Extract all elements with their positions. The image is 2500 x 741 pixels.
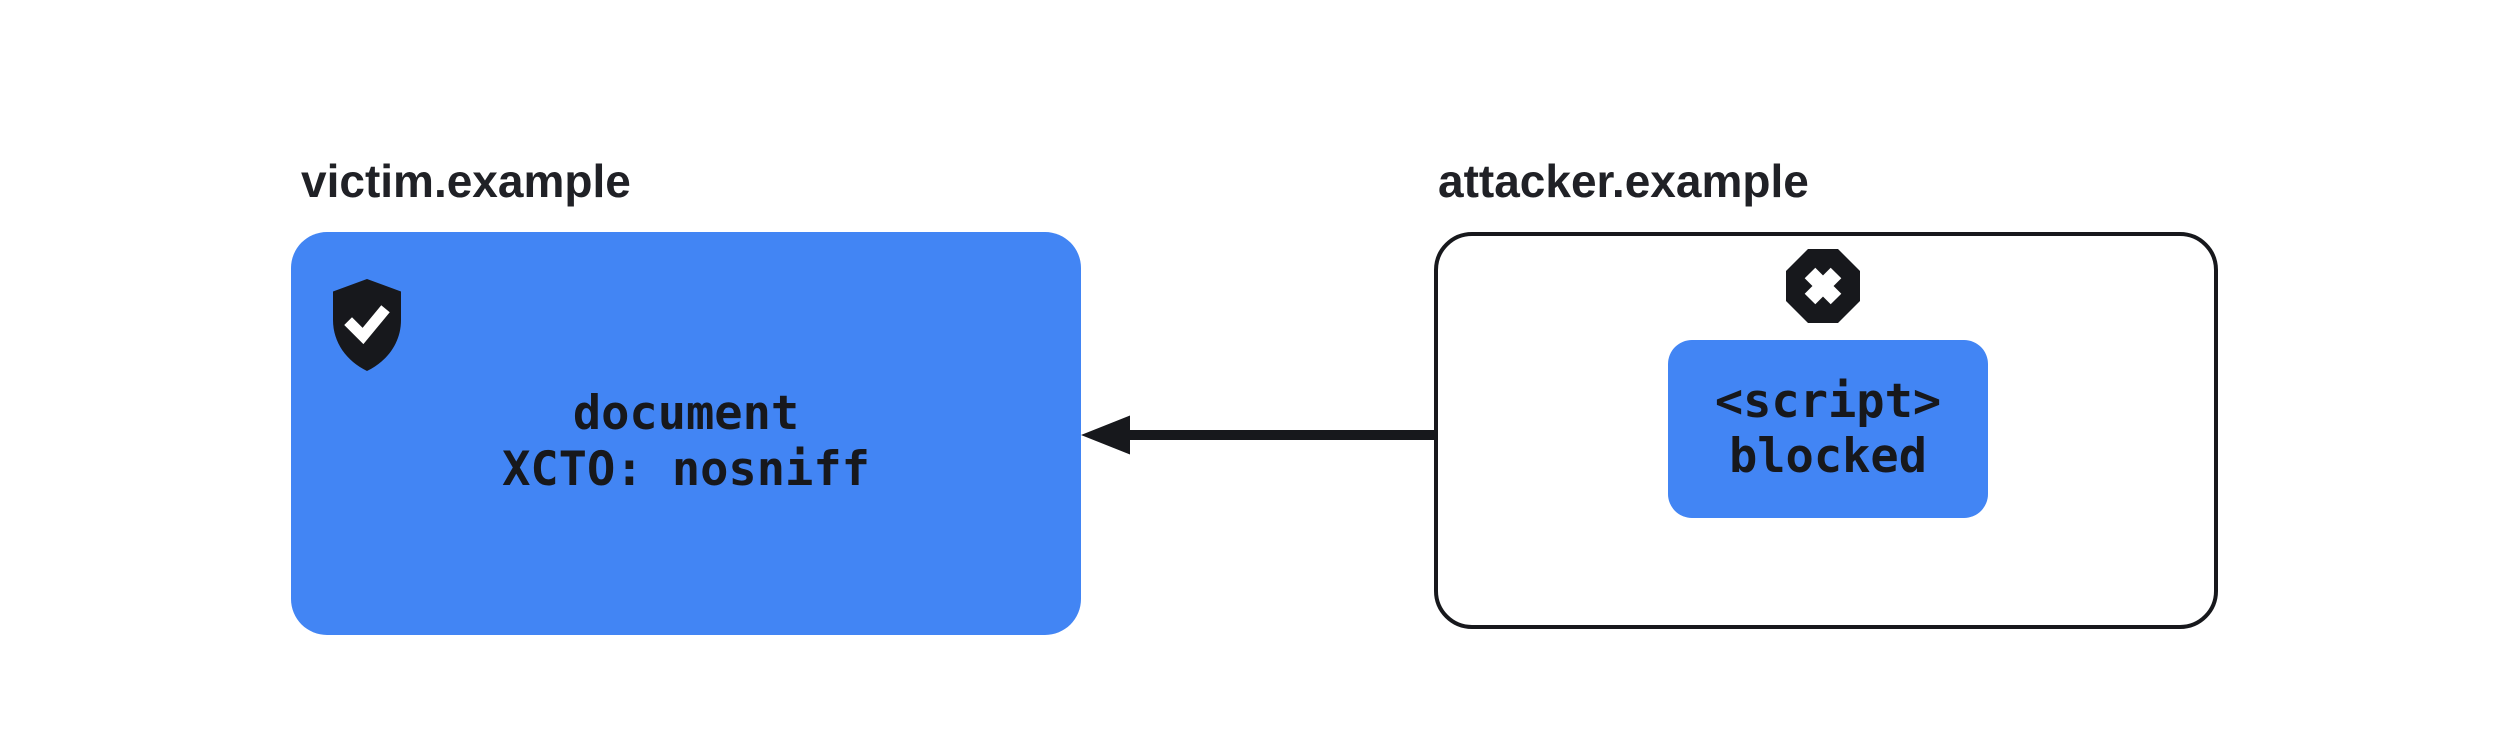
victim-document-box: document XCTO: nosniff xyxy=(291,232,1081,635)
blocked-request-arrow xyxy=(1081,415,1670,455)
arrow-head xyxy=(1081,415,1130,455)
script-box-line-script-tag: <script> xyxy=(1714,374,1942,429)
arrow-shaft xyxy=(1129,430,1670,440)
octagon-x-icon xyxy=(1786,249,1860,323)
victim-box-line-document: document xyxy=(572,385,800,441)
victim-box-line-xcto-nosniff: XCTO: nosniff xyxy=(502,441,870,497)
script-blocked-box: <script> blocked xyxy=(1668,340,1988,518)
attacker-domain-label: attacker.example xyxy=(1438,155,1809,207)
victim-box-text: document XCTO: nosniff xyxy=(291,232,1081,635)
victim-domain-label: victim.example xyxy=(301,155,631,207)
script-box-line-blocked: blocked xyxy=(1728,429,1928,484)
shield-check-icon xyxy=(333,279,401,371)
